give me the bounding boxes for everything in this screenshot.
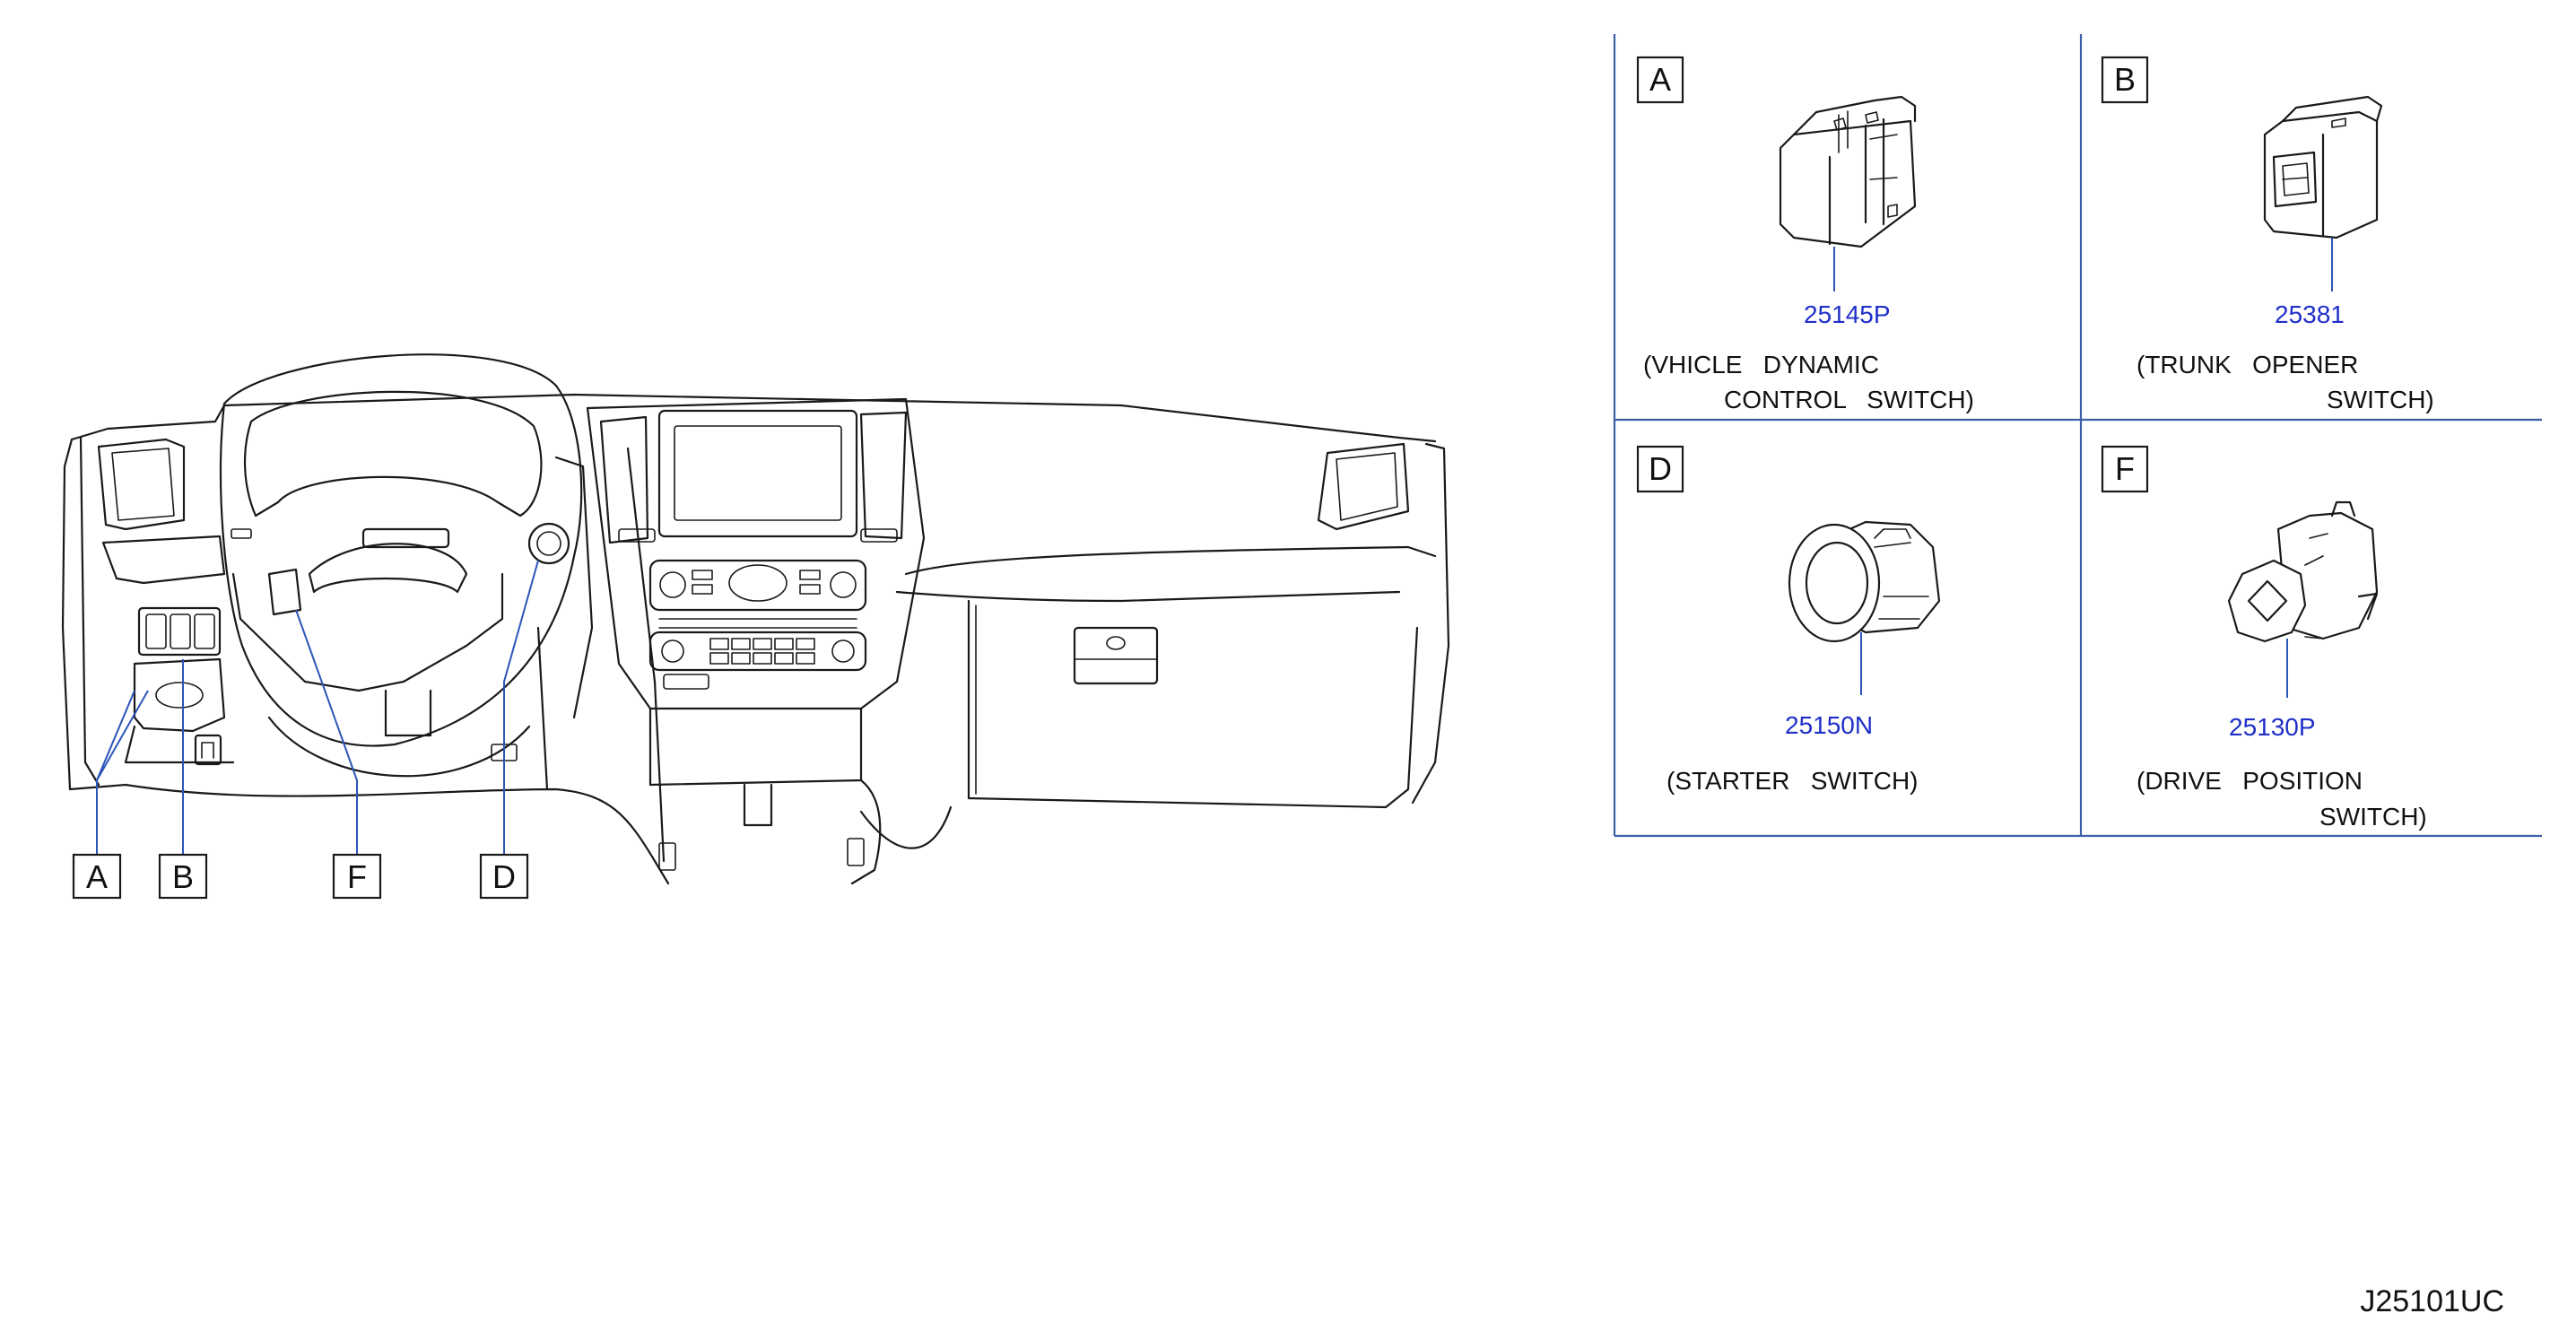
leader-lines: [96, 560, 539, 855]
switch-cluster: [133, 606, 226, 733]
callout-label-d: D: [479, 853, 529, 900]
panel-d-letter: D: [1649, 450, 1672, 487]
parts-grid: [1613, 34, 2542, 838]
vdc-switch-icon: [1779, 95, 1917, 248]
panel-d: D 25150N (STARTER SWITCH): [1636, 445, 1941, 795]
panel-a: A 25145P (VHICLE DYNAMIC CONTROL SWITCH): [1636, 56, 1974, 413]
svg-text:D: D: [492, 858, 516, 895]
drive-position-switch-icon: [2227, 500, 2379, 643]
part-desc-f-line1: (DRIVE POSITION: [2137, 767, 2363, 795]
part-number-d: 25150N: [1785, 711, 1873, 739]
panel-f-letter: F: [2115, 450, 2135, 487]
part-number-f: 25130P: [2229, 713, 2316, 741]
part-desc-b-line1: (TRUNK OPENER: [2137, 351, 2358, 378]
part-desc-a-line1: (VHICLE DYNAMIC: [1643, 351, 1879, 378]
diagram-code: J25101UC: [2360, 1284, 2504, 1318]
callout-label-f: F: [332, 853, 382, 900]
callout-label-b: B: [158, 853, 208, 900]
part-number-a: 25145P: [1804, 300, 1891, 328]
panel-f: F 25130P (DRIVE POSITION SWITCH): [2101, 445, 2427, 831]
glove-box-latch: [1073, 626, 1159, 685]
starter-switch-icon: [1788, 520, 1941, 643]
part-number-b: 25381: [2275, 300, 2345, 328]
dashboard-illustration: [61, 353, 1450, 885]
part-desc-a-line2: CONTROL SWITCH): [1724, 386, 1974, 413]
steering-wheel: [220, 353, 594, 778]
part-desc-d-line1: (STARTER SWITCH): [1667, 767, 1919, 795]
part-desc-f-line2: SWITCH): [2319, 803, 2427, 831]
center-stack: [586, 397, 926, 827]
callout-label-a: A: [72, 853, 122, 900]
panel-a-letter: A: [1649, 61, 1671, 98]
svg-text:B: B: [172, 858, 194, 895]
svg-text:F: F: [347, 858, 367, 895]
panel-b-letter: B: [2114, 61, 2136, 98]
panel-b: B 25381 (TRUNK OPENER SWITCH): [2101, 56, 2434, 413]
svg-text:A: A: [86, 858, 108, 895]
trunk-opener-switch-icon: [2263, 95, 2383, 239]
part-desc-b-line2: SWITCH): [2327, 386, 2434, 413]
